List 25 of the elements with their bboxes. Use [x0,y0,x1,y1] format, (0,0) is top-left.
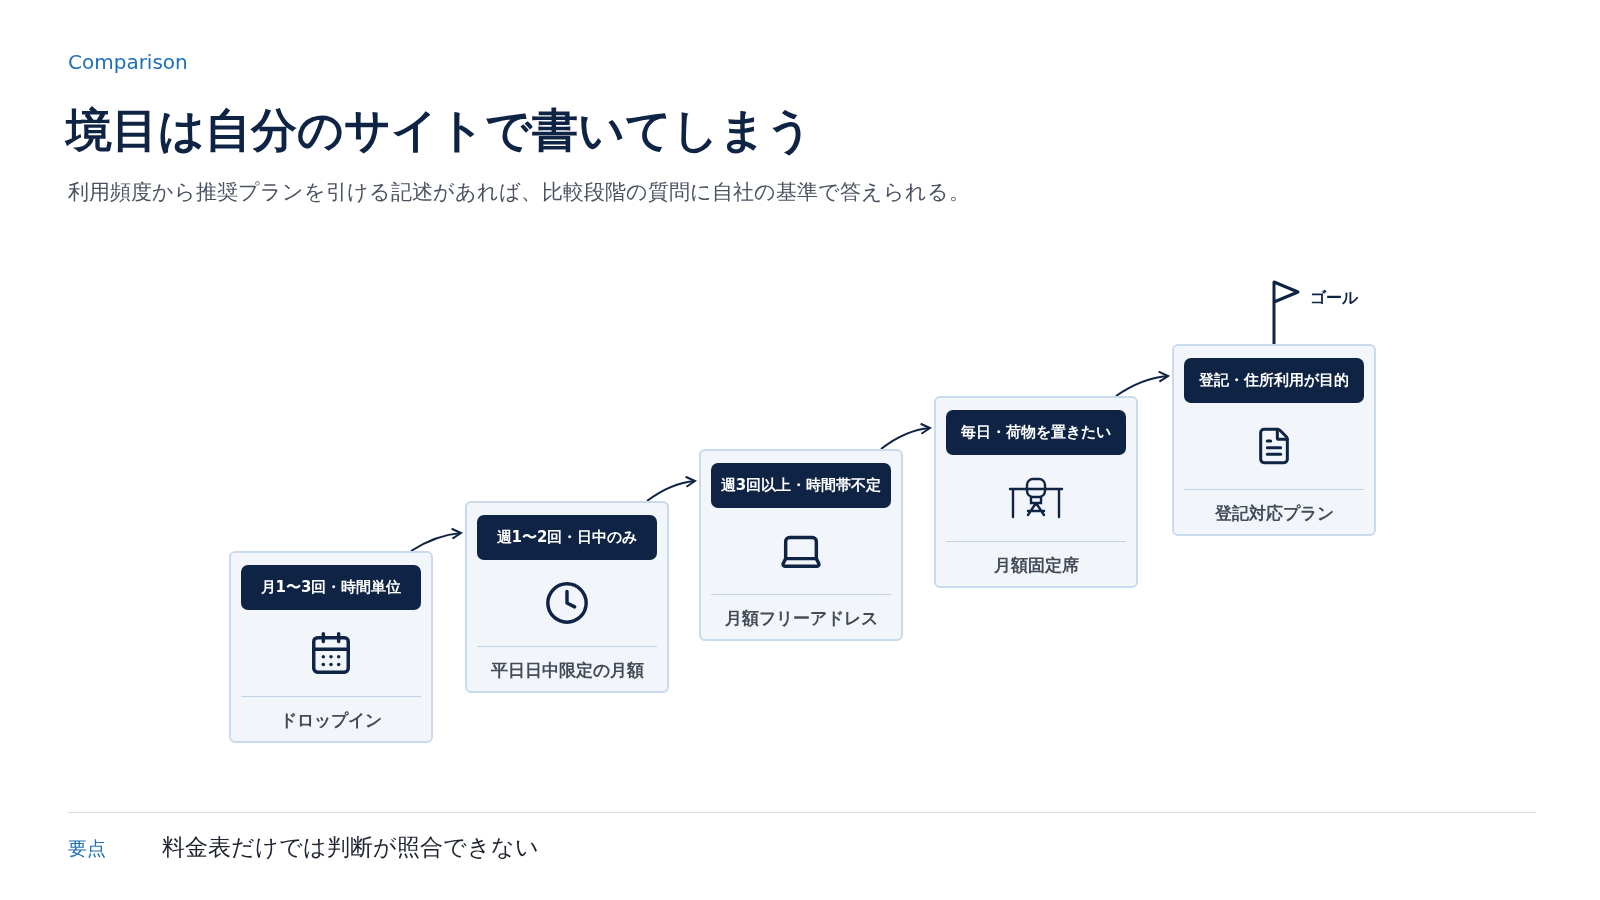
usage-tag: 週1〜2回・日中のみ [477,515,657,560]
key-point-text: 料金表だけでは判断が照合できない [162,833,539,862]
section-label: Comparison [68,50,188,74]
plan-name: 平日日中限定の月額 [490,659,644,682]
plan-card [229,551,433,743]
arrow [1115,370,1169,397]
plan-card [934,396,1138,588]
plan-card [465,501,669,693]
plan-name: 月額フリーアドレス [724,607,878,630]
usage-tag: 週3回以上・時間帯不定 [711,463,891,508]
subtitle: 利用頻度から推奨プランを引ける記述があれば、比較段階の質問に自社の基準で答えられる。 [68,179,970,206]
goal-label: ゴール [1310,288,1358,309]
usage-tag: 月1〜3回・時間単位 [241,565,421,610]
plan-card [699,449,903,641]
usage-tag: 毎日・荷物を置きたい [946,410,1126,455]
arrow [410,527,462,552]
plan-card [1172,344,1376,536]
plan-name: 登記対応プラン [1214,502,1334,525]
plan-name: ドロップイン [280,709,382,732]
slide-title: 境目は自分のサイトで書いてしまう [66,102,813,159]
arrow [880,423,931,450]
arrow [646,476,696,502]
key-point-label: 要点 [68,836,106,861]
plan-name: 月額固定席 [993,554,1079,577]
usage-tag: 登記・住所利用が目的 [1184,358,1364,403]
